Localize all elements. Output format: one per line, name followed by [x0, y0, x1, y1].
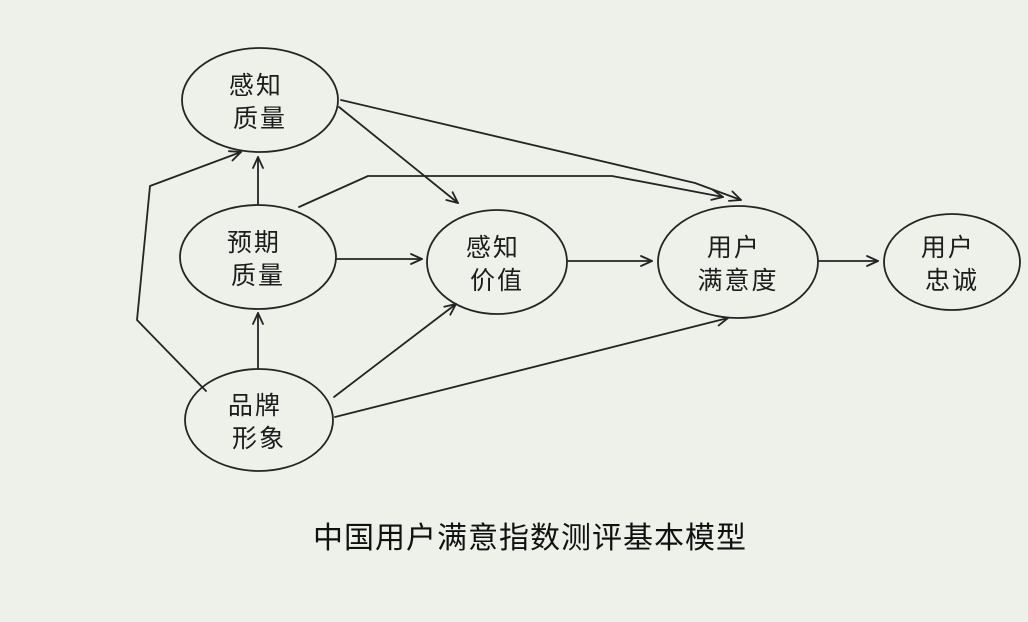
node-brand-image-line2: 形象	[232, 425, 286, 453]
node-customer-loyalty-ellipse	[883, 213, 1021, 311]
node-perceived-value-line1: 感知	[466, 234, 520, 262]
node-customer-satisfaction-label: 用户 满意度	[697, 234, 778, 295]
edge-brand-image-to-perceived-quality	[136, 150, 242, 392]
node-brand-image-ellipse	[184, 368, 334, 472]
node-expected-quality-line1: 预期	[227, 230, 281, 257]
node-perceived-quality-label: 感知 质量	[229, 72, 291, 133]
node-perceived-quality-line1: 感知	[229, 72, 283, 100]
node-expected-quality-ellipse	[179, 204, 337, 310]
node-perceived-value-line2: 价值	[470, 267, 524, 295]
diagram-caption: 中国用户满意指数测评基本模型	[313, 522, 747, 555]
node-customer-satisfaction-ellipse	[657, 205, 819, 319]
node-perceived-quality-line2: 质量	[233, 105, 287, 133]
node-customer-loyalty-label: 用户 忠诚	[921, 234, 983, 295]
edge-perceived-quality-to-perceived-value	[338, 106, 459, 204]
node-brand-image-line1: 品牌	[228, 392, 282, 420]
node-customer-loyalty-line2: 忠诚	[925, 267, 979, 295]
node-perceived-quality-ellipse	[181, 47, 339, 153]
edge-perceived-quality-to-customer-satisfaction	[340, 99, 742, 202]
node-expected-quality-label: 预期 质量	[227, 230, 289, 290]
node-customer-satisfaction-line2: 满意度	[697, 267, 778, 295]
edge-brand-image-to-perceived-value	[333, 303, 457, 398]
node-customer-loyalty-line1: 用户	[921, 234, 975, 262]
node-brand-image-label: 品牌 形象	[228, 392, 290, 453]
node-perceived-value-label: 感知 价值	[466, 234, 528, 295]
node-customer-satisfaction-line1: 用户	[707, 234, 761, 262]
edge-brand-image-to-customer-satisfaction	[334, 314, 729, 418]
edge-expected-quality-to-customer-satisfaction	[298, 175, 724, 208]
node-perceived-value-ellipse	[426, 209, 568, 315]
node-expected-quality-line2: 质量	[231, 262, 285, 290]
